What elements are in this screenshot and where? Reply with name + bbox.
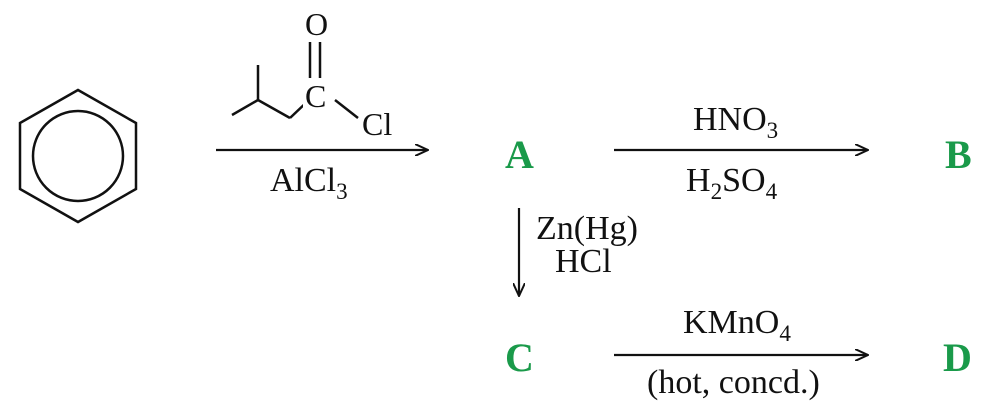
- compound-a: A: [505, 132, 534, 177]
- compound-d: D: [943, 335, 972, 380]
- reagent-h2so4-so-sub: 4: [765, 179, 778, 206]
- compound-b: B: [945, 132, 972, 177]
- reagent-alcl3-sub: 3: [336, 179, 348, 206]
- reagent-h2so4-h: H: [686, 162, 711, 199]
- reagent-zn-hg: Zn(Hg): [536, 210, 638, 247]
- reagent-h2so4: H2SO4: [686, 162, 777, 204]
- reagent-kmno4-sub: 4: [779, 321, 791, 348]
- acyl-chloride-skeleton: [231, 42, 359, 120]
- carbonyl-carbon-label: C: [303, 78, 329, 114]
- reagent-kmno4: KMnO4: [683, 304, 791, 346]
- reagent-conditions: (hot, concd.): [647, 364, 820, 401]
- reagent-hcl: HCl: [555, 243, 612, 280]
- reagent-alcl3: AlCl3: [270, 162, 348, 204]
- compound-c: C: [505, 335, 534, 380]
- reagent-h2so4-h-sub: 2: [710, 179, 723, 206]
- chlorine-label: Cl: [360, 106, 395, 142]
- reagent-hno3-main: HNO: [693, 101, 767, 138]
- reagent-hno3-sub: 3: [766, 118, 779, 145]
- reagent-h2so4-so: SO: [722, 162, 766, 199]
- reagent-hno3: HNO3: [693, 101, 778, 143]
- carbonyl-oxygen-label: O: [303, 6, 331, 42]
- reagent-alcl3-main: AlCl: [270, 162, 337, 199]
- benzene-ring: [18, 88, 138, 224]
- reagent-kmno4-main: KMnO: [683, 304, 780, 341]
